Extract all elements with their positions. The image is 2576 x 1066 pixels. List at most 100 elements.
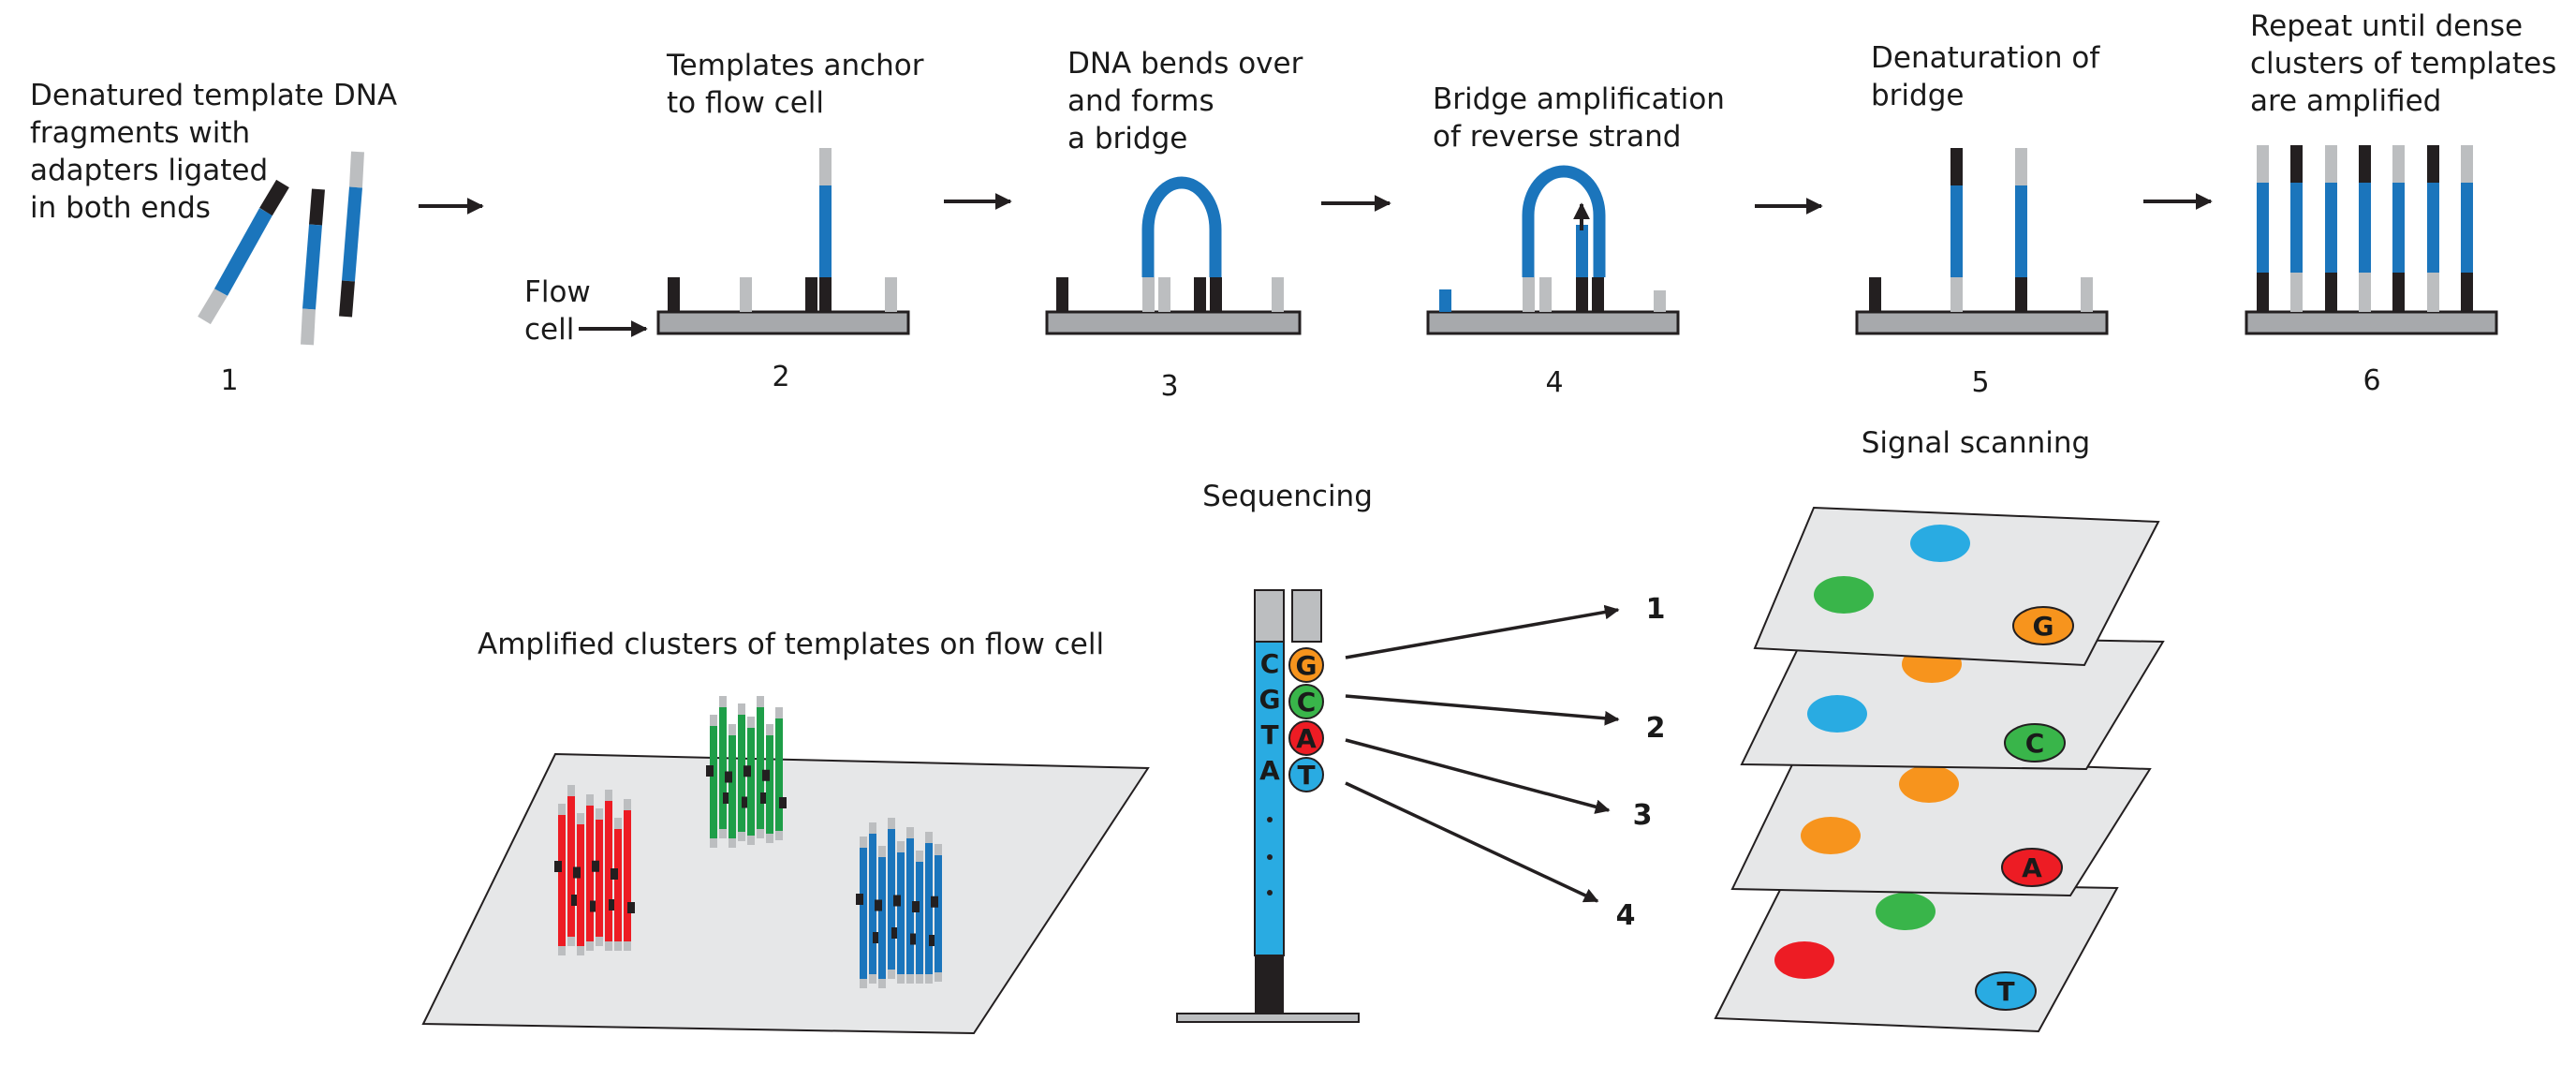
spot-red (1774, 941, 1834, 979)
cluster-strand-tip (916, 851, 923, 862)
cluster-strand-tip (869, 822, 876, 834)
step-3-bridge (1045, 176, 1302, 335)
adapter-primer-dark (805, 277, 817, 312)
continuation-dot (1267, 890, 1273, 896)
step-6-caption-line-3: are amplified (2250, 84, 2441, 118)
strand-2-adapter-light (2015, 148, 2027, 185)
bridge-strand (1141, 176, 1222, 277)
signal-scanning-title: Signal scanning (1862, 426, 2091, 460)
cluster-strand (878, 857, 886, 979)
cluster-strand-tip (897, 841, 905, 852)
strand-adapter-bottom (2290, 273, 2303, 312)
bridge-template-strand (1522, 165, 1606, 277)
step-3-number: 3 (1160, 370, 1178, 403)
cluster-strand (605, 801, 612, 941)
flow-cell-plane (421, 752, 1150, 1035)
strand-insert (2427, 183, 2439, 273)
template-insert (819, 185, 832, 277)
cycle-arrow-1 (1345, 604, 1620, 659)
template-base-1: C (1260, 648, 1280, 679)
cluster-strand-mark (891, 927, 899, 939)
cluster-strand-mark (590, 900, 597, 912)
flow-cell-surface (1045, 310, 1302, 335)
cluster-strand-tip (766, 724, 773, 735)
cluster-strand-mark (723, 792, 730, 804)
cluster-strand-mark (609, 899, 616, 911)
strand-adapter-top (2359, 145, 2371, 183)
cluster-strand-base (710, 838, 717, 848)
strand-insert (2257, 183, 2269, 273)
strand-adapter-bottom (2359, 273, 2371, 312)
strand-2-insert (2015, 185, 2027, 277)
cluster-strand-tip (747, 717, 755, 728)
cluster-strand-mark (573, 866, 581, 879)
step-3-caption-line-3: a bridge (1067, 122, 1187, 155)
fragment-3-adapter-dark (339, 280, 355, 318)
cluster-strand-base (878, 979, 886, 988)
step-6-dense-clusters (2245, 145, 2498, 335)
incorporated-base-3: A (1288, 720, 1324, 756)
strand-adapter-bottom (2427, 273, 2439, 312)
step-1-caption-line-4: in both ends (30, 191, 211, 225)
strand-adapter-bottom (2257, 273, 2269, 312)
cluster-strand (757, 707, 764, 829)
cluster-strand (869, 834, 876, 974)
cluster-strand-base (935, 972, 942, 982)
incorporated-base-3-label: A (1296, 723, 1317, 754)
cluster-strand-mark (929, 935, 936, 946)
cluster-strand-tip (906, 827, 914, 838)
step-1-caption-line-2: fragments with (30, 116, 250, 150)
scan-plane-3: A (1730, 755, 2152, 897)
base-C-dot (1288, 684, 1324, 719)
cluster-strand (729, 735, 736, 838)
adapter-primer-light (1272, 277, 1284, 312)
cluster-strand-tip (596, 808, 603, 820)
adapter-primer-dark (1576, 277, 1588, 312)
strand-adapter-top (2290, 145, 2303, 183)
step-4-caption-line-2: of reverse strand (1433, 120, 1681, 154)
cluster-strand (596, 820, 603, 937)
step-1-caption-line-3: adapters ligated (30, 154, 268, 187)
scan-plane-4: T (1714, 881, 2119, 1033)
cluster-strand-base (757, 829, 764, 838)
cluster-strand (766, 735, 773, 834)
strand-1-adapter-dark (1950, 148, 1963, 185)
cluster-strand (747, 728, 755, 836)
cluster-strand-mark (762, 769, 770, 781)
spot-C-label: C (2025, 728, 2045, 759)
continuation-dot (1267, 817, 1273, 822)
cycle-arrow-4 (1345, 781, 1599, 903)
step-6-caption-line-1: Repeat until dense (2250, 9, 2523, 43)
cluster-strand-base (596, 937, 603, 946)
scan-plane-1: G (1753, 506, 2160, 667)
cluster-strand-mark (592, 860, 599, 872)
spot-orange (1801, 817, 1861, 854)
strand-adapter-top (2392, 145, 2405, 183)
flow-cell-base (1176, 1013, 1360, 1023)
spot-G-label: G (2033, 611, 2054, 642)
cluster-strand-base (605, 941, 612, 951)
strand-1-insert (1950, 185, 1963, 277)
cycle-arrow-3 (1345, 738, 1611, 814)
strand-adapter-top (2461, 145, 2473, 183)
cluster-strand-mark (627, 902, 635, 913)
cluster-strand-tip (567, 785, 575, 796)
strand-adapter-top (2325, 145, 2337, 183)
cluster-strand-base (729, 838, 736, 848)
flow-cell-surface (1426, 310, 1680, 335)
fragment-3-insert (342, 186, 362, 282)
adapter-primer-light (885, 277, 897, 312)
cluster-strand-mark (706, 765, 714, 777)
cluster-strand-base (775, 831, 783, 840)
flow-cell-surface (2245, 310, 2498, 335)
cluster-strand-tip (586, 794, 594, 806)
incorporated-base-2-label: C (1297, 687, 1317, 718)
primer-adapter (1291, 589, 1322, 643)
step-5-number: 5 (1971, 366, 1989, 399)
step-4-caption-line-1: Bridge amplification (1433, 82, 1725, 116)
scan-plane-2: C (1740, 633, 2165, 771)
adapter-primer-light (1523, 277, 1535, 312)
cluster-strand-tip (729, 724, 736, 735)
cluster-strand-base (624, 941, 631, 951)
strand-adapter-bottom (2461, 273, 2473, 312)
